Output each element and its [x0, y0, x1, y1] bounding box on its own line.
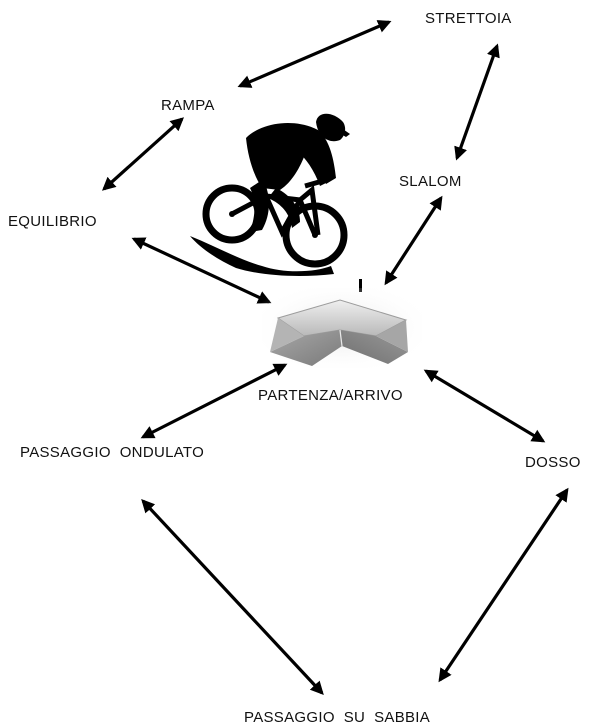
- arrow-rampa-strettoia: [237, 20, 392, 88]
- arrow-ondulato-sabbia: [141, 499, 324, 695]
- arrow-partenza-ondulato: [140, 363, 288, 439]
- arrow-equilibrio-rampa: [101, 117, 185, 191]
- start-post: [359, 279, 362, 292]
- label-dosso: DOSSO: [525, 454, 581, 471]
- label-strettoia: STRETTOIA: [425, 10, 512, 27]
- arrows: [101, 20, 569, 695]
- label-rampa: RAMPA: [161, 97, 215, 114]
- arrow-partenza-dosso: [423, 369, 546, 443]
- start-ramp-icon: [262, 288, 422, 368]
- station-labels: STRETTOIA RAMPA SLALOM EQUILIBRIO PARTEN…: [8, 10, 581, 726]
- label-passaggio-ondulato: PASSAGGIO ONDULATO: [20, 444, 204, 461]
- arrow-slalom-partenza: [384, 195, 443, 286]
- label-slalom: SLALOM: [399, 173, 462, 190]
- arrow-strettoia-slalom: [454, 43, 500, 161]
- label-partenza-arrivo: PARTENZA/ARRIVO: [258, 387, 403, 404]
- label-passaggio-sabbia: PASSAGGIO SU SABBIA: [244, 709, 430, 726]
- arrow-equilibrio-partenza: [131, 237, 272, 304]
- label-equilibrio: EQUILIBRIO: [8, 213, 97, 230]
- cyclist-silhouette-icon: [190, 113, 350, 276]
- arrow-dosso-sabbia: [438, 487, 569, 683]
